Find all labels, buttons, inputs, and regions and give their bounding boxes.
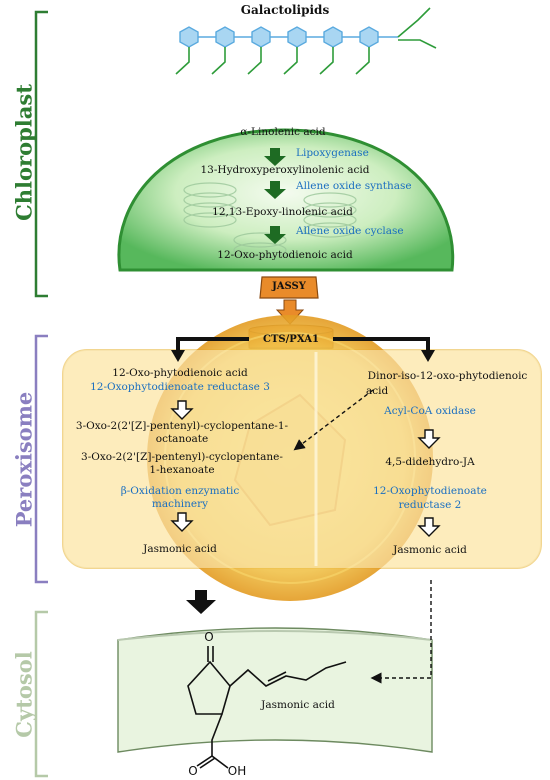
cytosol-compartment [117,627,433,753]
carbonyl-oxygen: O [204,630,214,644]
export-arrow [186,590,216,614]
opc8-line1: 3-Oxo-2(2'[Z]-pentenyl)-cyclopentane-1- [75,420,289,432]
allene-oxide-cyclase-enzyme: Allene oxide cyclase [296,225,404,237]
lipoxygenase-enzyme: Lipoxygenase [296,147,369,159]
dinor-opda-cross-arrow [293,389,374,451]
dinor-opda-line2: acid [366,385,389,397]
opda-peroxisome: 12-Oxo-phytodienoic acid [112,367,248,379]
chloroplast-bracket [34,10,48,298]
peroxisome-bracket [34,334,48,584]
peroxisome-label: Peroxisome [11,391,37,528]
jasmonic-acid-structure [187,646,347,769]
beta-oxidation-line2: machinery [151,498,209,510]
cytosol-label: Cytosol [11,651,37,738]
beta-oxidation-line1: β-Oxidation enzymatic [120,485,240,497]
chloroplast-organelle [117,128,455,272]
peroxisome-step-arrows [170,400,441,537]
opc6-line1: 3-Oxo-2(2'[Z]-pentenyl)-cyclopentane- [81,451,283,463]
galactolipids-title: Galactolipids [240,3,330,17]
didehydro-ja: 4,5-didehydro-JA [385,456,475,468]
right-to-cytosol-arrow [370,580,432,684]
jasmonic-acid-cytosol: Jasmonic acid [261,699,335,711]
chloroplast-label: Chloroplast [11,84,37,221]
hydroxyperoxylinolenic-acid: 13-Hydroxyperoxylinolenic acid [200,164,370,176]
cytosol-bracket [34,610,48,778]
opc8-line2: octanoate [155,433,209,445]
jasmonic-acid-right: Jasmonic acid [393,544,467,556]
jassy-label: JASSY [272,281,306,292]
cts-distribution-arrows [171,337,435,362]
carboxyl-o: O [188,764,198,778]
opr2-line1: 12-Oxophytodienoate [373,485,487,497]
acyl-coa-oxidase-enzyme: Acyl-CoA oxidase [384,405,476,417]
opr2-line2: reductase 2 [398,499,462,511]
opc6-line2: 1-hexanoate [149,464,215,476]
dinor-opda-line1: Dinor-iso-12-oxo-phytodienoic [367,370,528,382]
cts-pxa1-label: CTS/PXA1 [263,334,319,345]
carboxyl-oh: OH [227,764,247,778]
galactolipid-structure [175,7,437,75]
epoxy-linolenic-acid: 12,13-Epoxy-linolenic acid [212,206,353,218]
jasmonic-acid-left: Jasmonic acid [143,543,217,555]
opda-chloroplast: 12-Oxo-phytodienoic acid [217,249,353,261]
chloroplast-step-arrows [264,148,286,244]
opr3-enzyme: 12-Oxophytodienoate reductase 3 [90,381,270,393]
allene-oxide-synthase-enzyme: Allene oxide synthase [296,180,412,192]
alpha-linolenic-acid: α-Linolenic acid [240,126,326,138]
